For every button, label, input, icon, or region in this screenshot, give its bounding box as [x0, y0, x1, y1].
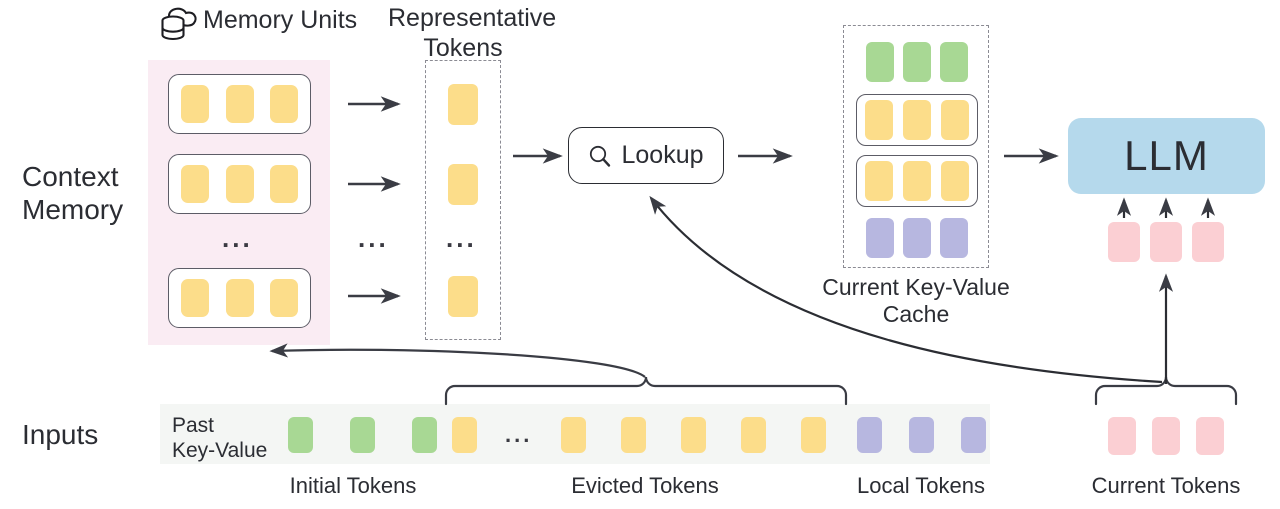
memory-token: [225, 85, 254, 123]
kv-token: [903, 100, 931, 140]
evicted-tokens-brace: [444, 376, 848, 406]
memory-units-ellipsis: ...: [222, 223, 253, 253]
input-token-current: [1196, 417, 1224, 455]
arrow-column-ellipsis: ...: [358, 223, 389, 253]
input-token-initial: [350, 417, 375, 453]
memory-token: [181, 85, 209, 123]
memory-token: [181, 279, 209, 317]
input-token-evicted: [741, 417, 766, 453]
memory-token: [270, 279, 298, 317]
search-icon: [588, 144, 612, 168]
kv-token: [866, 218, 894, 258]
kv-token: [941, 100, 969, 140]
past-key-value-label: Past Key-Value: [172, 414, 268, 462]
representative-token: [448, 84, 478, 125]
kv-token: [940, 218, 968, 258]
kv-token: [865, 100, 893, 140]
memory-token: [225, 165, 254, 203]
kv-token: [903, 161, 931, 201]
local-tokens-label: Local Tokens: [856, 473, 985, 498]
context-memory-row-label: Context Memory: [22, 161, 124, 226]
llm-input-token: [1192, 222, 1224, 262]
kv-token: [903, 218, 931, 258]
input-token-evicted: [452, 417, 477, 453]
memory-unit[interactable]: [168, 154, 311, 214]
memory-token: [181, 165, 209, 203]
input-token-local: [857, 417, 882, 453]
representative-token: [448, 164, 478, 205]
kv-token: [903, 42, 931, 82]
inputs-ellipsis: ...: [505, 422, 533, 447]
representative-token: [448, 276, 478, 317]
kv-cache-row: [866, 40, 968, 84]
input-token-evicted: [801, 417, 826, 453]
input-token-current: [1108, 417, 1136, 455]
input-token-local: [961, 417, 986, 453]
llm-box[interactable]: LLM: [1068, 118, 1265, 194]
input-token-initial: [412, 417, 437, 453]
kv-cache-row: [856, 155, 978, 207]
kv-cache-row: [856, 94, 978, 146]
lookup-button[interactable]: Lookup: [568, 127, 724, 184]
memory-token: [270, 165, 298, 203]
input-token-evicted: [681, 417, 706, 453]
kv-token: [941, 161, 969, 201]
representative-tokens-box: [425, 60, 501, 340]
input-token-local: [909, 417, 934, 453]
kv-token: [940, 42, 968, 82]
current-kv-cache-label: Current Key-Value Cache: [822, 274, 1010, 328]
lookup-label: Lookup: [621, 141, 704, 169]
memory-unit[interactable]: [168, 268, 311, 328]
current-tokens-brace: [1094, 376, 1238, 406]
kv-token: [866, 42, 894, 82]
memory-units-label: Memory Units: [203, 6, 358, 34]
memory-unit[interactable]: [168, 74, 311, 134]
llm-label: LLM: [1124, 132, 1209, 179]
input-token-evicted: [561, 417, 586, 453]
memory-token: [225, 279, 254, 317]
kv-token: [865, 161, 893, 201]
memory-to-representative-arrows: [348, 96, 401, 304]
input-token-current: [1152, 417, 1180, 455]
initial-tokens-label: Initial Tokens: [289, 473, 417, 498]
memory-token: [270, 85, 298, 123]
representative-tokens-ellipsis: ...: [446, 223, 477, 253]
representative-tokens-label: Representative Tokens: [388, 4, 557, 62]
cloud-database-icon: [156, 4, 200, 46]
kv-cache-row: [866, 216, 968, 260]
current-tokens-to-llm-arrows: [1116, 197, 1216, 218]
llm-input-token: [1108, 222, 1140, 262]
evicted-tokens-label: Evicted Tokens: [571, 473, 719, 498]
input-token-evicted: [621, 417, 646, 453]
llm-input-token: [1150, 222, 1182, 262]
evicted-to-context-memory-arrow: [269, 343, 646, 378]
inputs-row-label: Inputs: [22, 419, 99, 450]
input-token-initial: [288, 417, 313, 453]
current-tokens-label: Current Tokens: [1091, 473, 1241, 498]
